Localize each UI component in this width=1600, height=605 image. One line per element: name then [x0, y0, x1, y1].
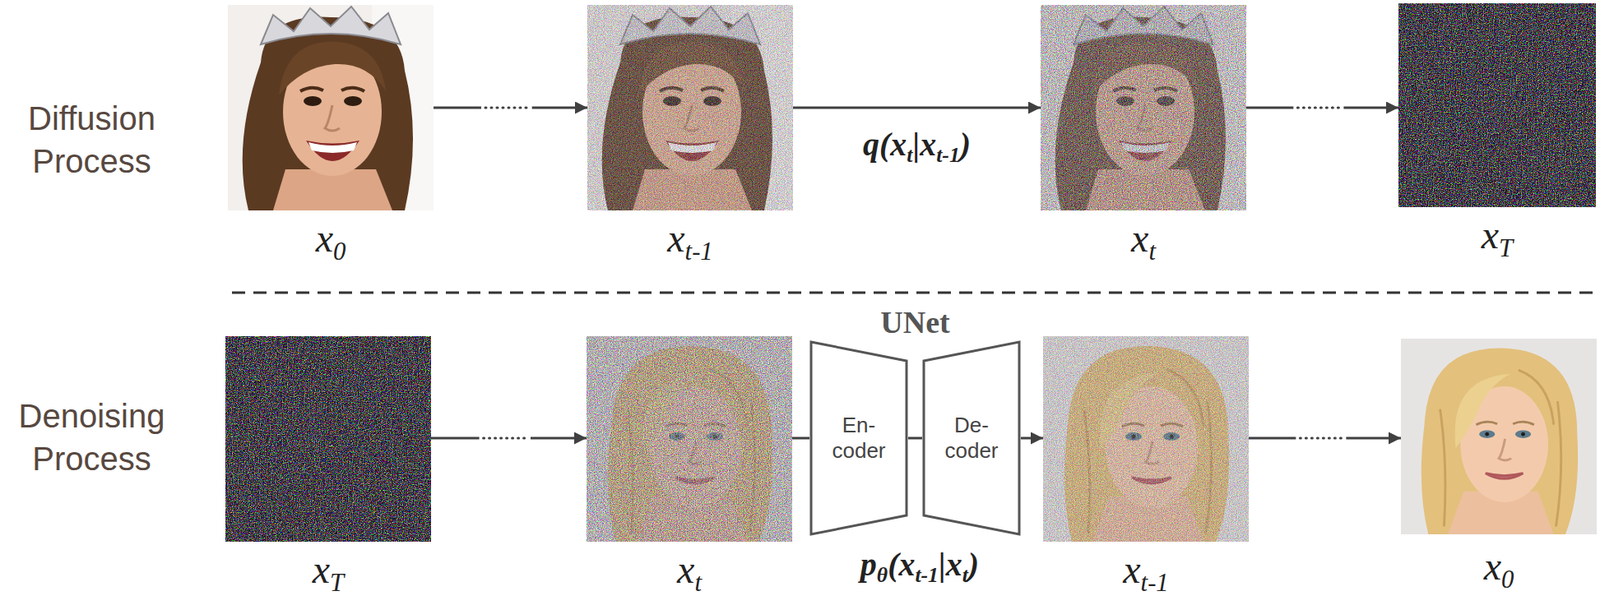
arrow-connector [1248, 438, 1401, 440]
trapezoid-shape [811, 342, 907, 535]
arrow-connector [792, 438, 810, 440]
arrow-connector [793, 107, 1041, 109]
line-segment [1246, 106, 1294, 110]
line-segment [431, 437, 480, 441]
image-frame: xT [225, 336, 432, 600]
noise-image [1398, 3, 1596, 208]
decoder-block: De- coder [922, 340, 1021, 537]
equation-label: q(xt|xt-1) [793, 125, 1041, 168]
line-segment [532, 106, 588, 110]
image-frame: xT [1398, 3, 1596, 265]
subscript: 0 [1501, 565, 1514, 594]
label-holder: Diffusion Process [3, 97, 181, 183]
subscript: t [1148, 237, 1156, 266]
line-segment [792, 437, 810, 441]
subscript: θ [876, 563, 888, 588]
line-segment [433, 106, 482, 110]
label-holder: Denoising Process [3, 394, 181, 481]
image-frame: x0 [1400, 334, 1597, 597]
trapezoid-shape [923, 342, 1020, 535]
subscript: t-1 [1140, 569, 1169, 598]
step-label: xT [225, 547, 432, 599]
step-label: xt [1040, 215, 1247, 267]
image-frame: xt [1040, 4, 1247, 269]
line-segment [908, 437, 923, 441]
separator-line [231, 292, 1600, 295]
line-segment [1345, 437, 1401, 441]
dotted-segment [483, 437, 529, 441]
line-segment [1020, 437, 1044, 441]
subscript: 0 [333, 237, 346, 266]
noise-overlay [587, 4, 794, 211]
row-label: Denoising Process [3, 394, 181, 481]
step-label: x0 [227, 215, 434, 267]
noise-image [225, 336, 432, 543]
subscript: T [329, 569, 344, 598]
unet-group: UNetEn- coder De- coder [802, 306, 1029, 543]
image-frame: x0 [227, 4, 434, 269]
face-image [587, 4, 794, 211]
step-label: xt [586, 547, 793, 599]
face-image [1400, 338, 1597, 535]
step-label: xT [1398, 212, 1596, 264]
dotted-segment [485, 106, 530, 110]
line-segment [1343, 106, 1399, 110]
dotted-segment [1299, 437, 1344, 441]
dotted-segment [1297, 106, 1341, 110]
arrow-connector [908, 438, 923, 440]
subscript: t-1 [914, 563, 938, 588]
line-segment [530, 437, 587, 441]
subscript: t [962, 563, 969, 588]
equation-label: pθ(xt-1|xt) [788, 546, 1052, 589]
encoder-block: En- coder [809, 340, 909, 537]
image-frame: xt [586, 336, 793, 600]
image-frame: xt-1 [587, 4, 794, 269]
row-label: Diffusion Process [3, 97, 181, 183]
block-label: De- coder [934, 412, 1009, 464]
subscript: t-1 [936, 143, 960, 167]
arrow-connector [431, 438, 587, 440]
subscript: T [1498, 234, 1513, 263]
line-segment [1248, 437, 1296, 441]
subscript: t [906, 143, 913, 167]
label-holder: pθ(xt-1|xt) [788, 546, 1052, 589]
subscript: t [694, 569, 702, 598]
face-image [586, 336, 793, 543]
step-label: x0 [1400, 543, 1597, 595]
noise-overlay [1040, 4, 1247, 211]
image-frame: xt-1 [1043, 336, 1249, 600]
label-holder: q(xt|xt-1) [793, 125, 1041, 168]
face-image [1043, 336, 1249, 543]
noise-overlay [586, 336, 793, 543]
subscript: t-1 [685, 237, 714, 266]
step-label: xt-1 [1043, 547, 1249, 599]
model-name: UNet [802, 306, 1029, 339]
noise-overlay [1043, 336, 1249, 543]
line-segment [793, 106, 1041, 110]
arrow-connector [1246, 107, 1399, 109]
step-label: xt-1 [587, 215, 794, 267]
face-image [227, 4, 434, 211]
block-label: En- coder [821, 412, 896, 464]
arrow-connector [433, 107, 588, 109]
arrow-connector [1020, 438, 1044, 440]
face-image [1040, 4, 1247, 211]
